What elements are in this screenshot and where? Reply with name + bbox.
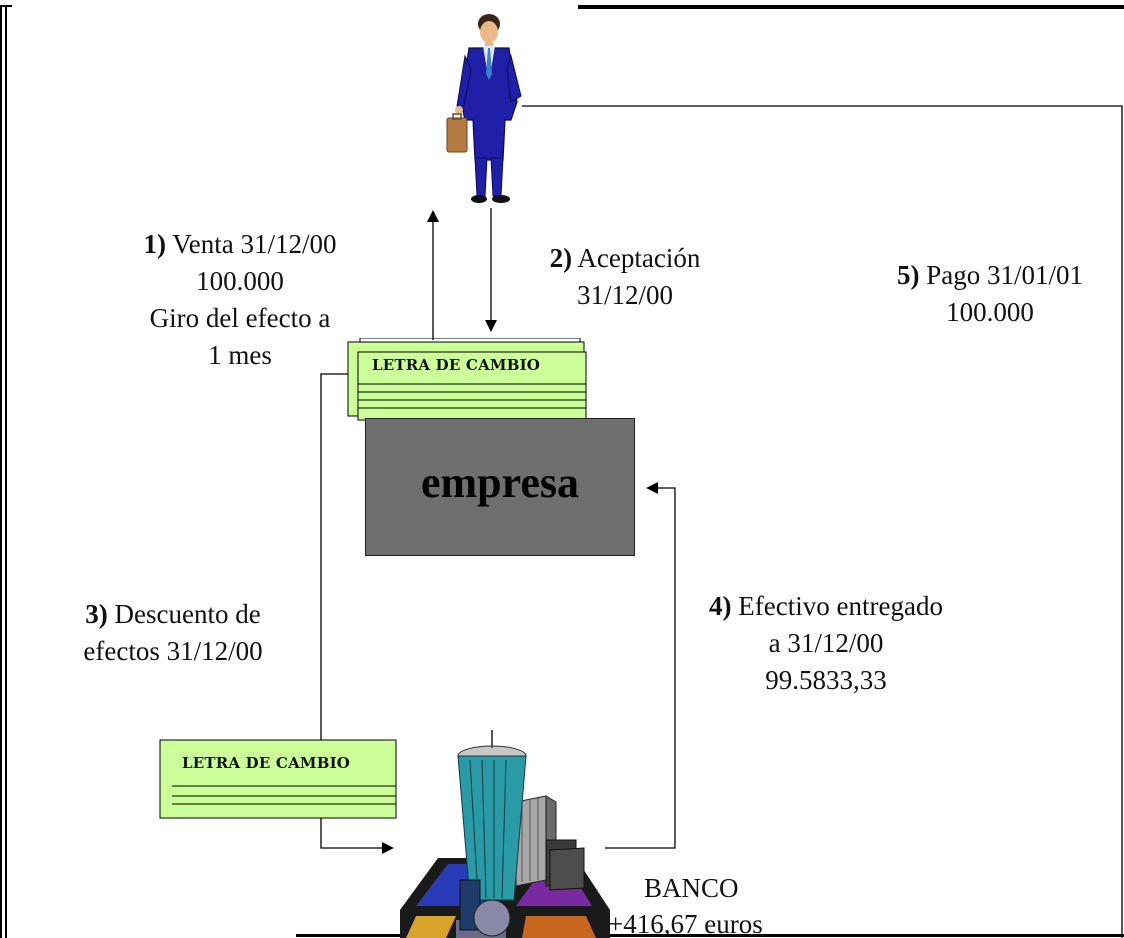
step1-line1: Venta 31/12/00 xyxy=(172,229,337,259)
step1-number: 1) xyxy=(143,229,167,259)
step4-line2: a 31/12/00 xyxy=(768,628,884,658)
step1-line4: 1 mes xyxy=(208,340,272,370)
step2-line2: 31/12/00 xyxy=(576,280,673,310)
step5-number: 5) xyxy=(896,260,920,290)
company-label: empresa xyxy=(420,457,580,507)
step1-line3: Giro del efecto a xyxy=(149,303,331,333)
frame-bottom-line xyxy=(296,934,1124,937)
bill-top xyxy=(347,338,587,421)
frame-left-inner-line xyxy=(0,5,2,938)
step2-label: 2) Aceptación 31/12/00 xyxy=(520,240,730,314)
bill-top-title: LETRA DE CAMBIO xyxy=(372,356,541,374)
frame-top-line xyxy=(578,5,1124,9)
bill-bottom xyxy=(159,739,397,819)
line-pago xyxy=(522,105,1123,938)
step4-label: 4) Efectivo entregado a 31/12/00 99.5833… xyxy=(676,588,976,699)
step3-number: 3) xyxy=(85,599,108,629)
company-box: empresa xyxy=(365,418,635,556)
step4-line3: 99.5833,33 xyxy=(765,665,887,695)
line-descuento xyxy=(320,373,394,854)
step1-label: 1) Venta 31/12/00 100.000 Giro del efect… xyxy=(95,226,385,374)
step2-number: 2) xyxy=(549,243,573,273)
bank-label: BANCO xyxy=(644,873,739,903)
bank-buildings-icon xyxy=(400,730,610,938)
bill-bottom-title: LETRA DE CAMBIO xyxy=(182,754,351,772)
step3-line1: Descuento de xyxy=(114,599,261,629)
step5-label: 5) Pago 31/01/01 100.000 xyxy=(870,257,1110,331)
frame-top-short-line xyxy=(0,5,12,7)
bank-amount: +416,67 euros xyxy=(608,909,763,934)
step5-line2: 100.000 xyxy=(946,297,1034,327)
step5-line1: Pago 31/01/01 xyxy=(926,260,1083,290)
frame-left-line xyxy=(5,5,7,938)
step3-label: 3) Descuento de efectos 31/12/00 xyxy=(28,596,318,670)
step2-line1: Aceptación xyxy=(577,243,701,273)
businessman-icon xyxy=(446,14,522,203)
step1-line2: 100.000 xyxy=(196,266,284,296)
step3-line2: efectos 31/12/00 xyxy=(83,636,263,666)
step4-number: 4) xyxy=(709,591,732,621)
line-efectivo xyxy=(605,482,676,849)
step4-line1: Efectivo entregado xyxy=(738,591,943,621)
